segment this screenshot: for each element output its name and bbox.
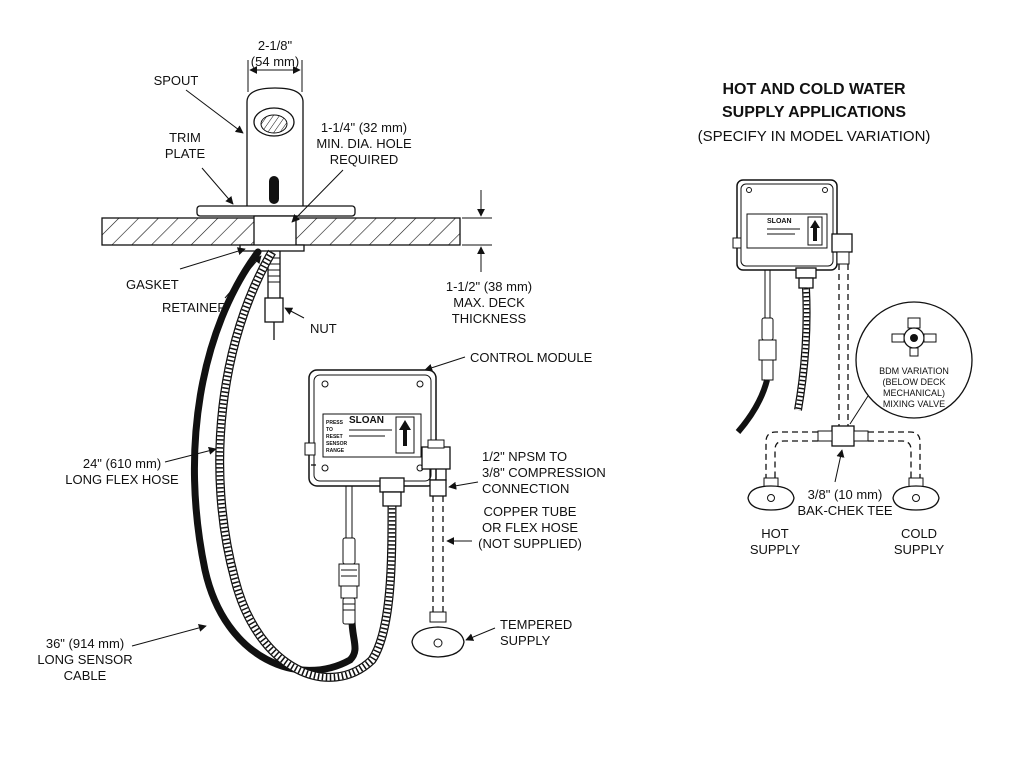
tee-label-2: BAK-CHEK TEE [797,503,892,518]
width-dim-mm-label: (54 mm) [251,54,299,69]
copper-label: COPPER TUBE [484,504,577,519]
sensor-connector [338,537,360,625]
cold-supply-valve [892,485,940,511]
bdm-label-3: MECHANICAL) [883,388,945,398]
module-press-label-2: TO [326,427,333,433]
copper-label-2: OR FLEX HOSE [482,520,578,535]
nut-label: NUT [310,321,337,336]
mixing-valve-icon [891,317,937,357]
sensor-cable [190,248,359,674]
sensor-cable-label: 36" (914 mm) [46,636,124,651]
sensor-cable-label-3: CABLE [64,668,107,683]
control-module-label: CONTROL MODULE [470,350,593,365]
spout-label: SPOUT [154,73,199,88]
trim-plate-label: TRIM [169,130,201,145]
bak-chek-tee [831,425,855,447]
flex-hose-label: 24" (610 mm) [83,456,161,471]
tempered-supply-valve [411,626,465,658]
tempered-label-2: SUPPLY [500,633,551,648]
retainer [239,244,305,252]
module-press-label-3: RESET [326,434,343,440]
hot-supply-label-2: SUPPLY [750,542,801,557]
leader-lines [131,89,496,647]
module-press-label-5: RANGE [326,448,345,454]
width-dim-label: 2-1/8" [258,38,293,53]
cold-supply-label-2: SUPPLY [894,542,945,557]
trim-plate [196,205,356,217]
retainer-label: RETAINER [162,300,227,315]
gasket-label: GASKET [126,277,179,292]
deck-label-2: MAX. DECK [453,295,525,310]
inset-subtitle: (SPECIFY IN MODEL VARIATION) [698,128,931,145]
reset-button [304,442,316,456]
npsm-label-3: CONNECTION [482,481,569,496]
bdm-label-2: (BELOW DECK [882,377,945,387]
hot-cold-inset: HOT AND COLD WATER SUPPLY APPLICATIONS (… [698,81,973,557]
faucet-assembly: PRESS TO RESET SENSOR RANGE SLOAN [101,60,492,682]
hot-supply-label: HOT [761,526,789,541]
spout [246,87,304,206]
bdm-label: BDM VARIATION [879,366,949,376]
inset-module-brand: SLOAN [767,218,792,225]
flex-hose-label-2: LONG FLEX HOSE [65,472,179,487]
npsm-label-2: 3/8" COMPRESSION [482,465,606,480]
module-press-label-4: SENSOR [326,441,348,447]
hole-label-2: MIN. DIA. HOLE [316,136,412,151]
hole-label: 1-1/4" (32 mm) [321,120,407,135]
sensor-cable-label-2: LONG SENSOR [37,652,132,667]
deck-label-3: THICKNESS [452,311,527,326]
hole-label-3: REQUIRED [330,152,399,167]
sensor-window [269,176,279,204]
mounting-hole [253,215,297,248]
copper-label-3: (NOT SUPPLIED) [478,536,582,551]
module-brand: SLOAN [349,415,384,426]
up-arrow-icon [399,420,411,446]
deck-label: 1-1/2" (38 mm) [446,279,532,294]
tempered-label: TEMPERED [500,617,572,632]
control-module: PRESS TO RESET SENSOR RANGE SLOAN [304,369,451,540]
trim-plate-label-2: PLATE [165,146,206,161]
nut [264,297,284,323]
main-labels: 2-1/8" (54 mm) SPOUT TRIM PLATE 1-1/4" (… [37,38,605,683]
bdm-mixing-valve-callout [855,301,973,419]
bdm-label-4: MIXING VALVE [883,399,945,409]
inset-up-arrow-icon [810,220,820,241]
tee-label: 3/8" (10 mm) [808,487,883,502]
hot-supply-valve [747,485,795,511]
module-press-label: PRESS [326,420,344,426]
inset-title-2: SUPPLY APPLICATIONS [722,104,906,121]
npsm-label: 1/2" NPSM TO [482,449,567,464]
cold-supply-label: COLD [901,526,937,541]
inset-title: HOT AND COLD WATER [722,81,906,98]
